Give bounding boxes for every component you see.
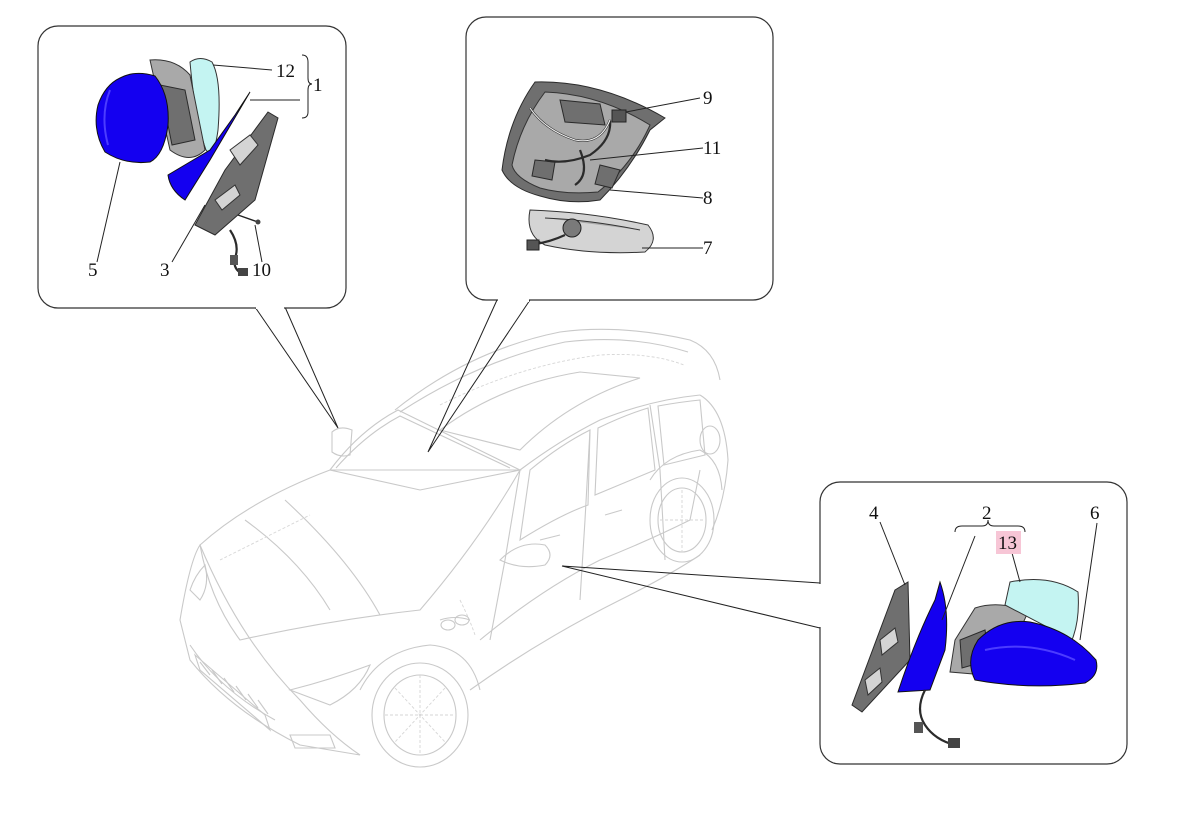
mirror-cap-part <box>970 620 1098 687</box>
callout-box-top-left: 12 1 5 3 10 <box>37 25 347 309</box>
car-outline <box>179 328 729 768</box>
label-8: 8 <box>703 188 713 209</box>
mirror-cap-part <box>95 72 169 163</box>
mirror-base-part <box>194 111 279 236</box>
label-7: 7 <box>703 238 713 259</box>
label-11: 11 <box>703 138 721 159</box>
mirror-housing-part <box>897 580 948 693</box>
label-13: 13 <box>998 533 1017 554</box>
label-6: 6 <box>1090 503 1100 524</box>
mirror-housing-part <box>167 91 251 201</box>
callout-pointers <box>254 299 821 629</box>
label-1: 1 <box>313 75 323 96</box>
callout-box-top-center: 9 11 8 7 <box>465 16 774 302</box>
callout-box-bottom-right: 4 2 13 6 <box>818 481 1128 765</box>
label-3: 3 <box>160 260 170 281</box>
label-5: 5 <box>88 260 98 281</box>
label-10: 10 <box>252 260 271 281</box>
label-13-highlight <box>996 531 1021 554</box>
label-2: 2 <box>982 503 992 524</box>
grille <box>199 661 269 715</box>
label-12: 12 <box>276 61 295 82</box>
label-4: 4 <box>869 503 879 524</box>
label-9: 9 <box>703 88 713 109</box>
mirror-glass-part <box>1004 579 1079 641</box>
